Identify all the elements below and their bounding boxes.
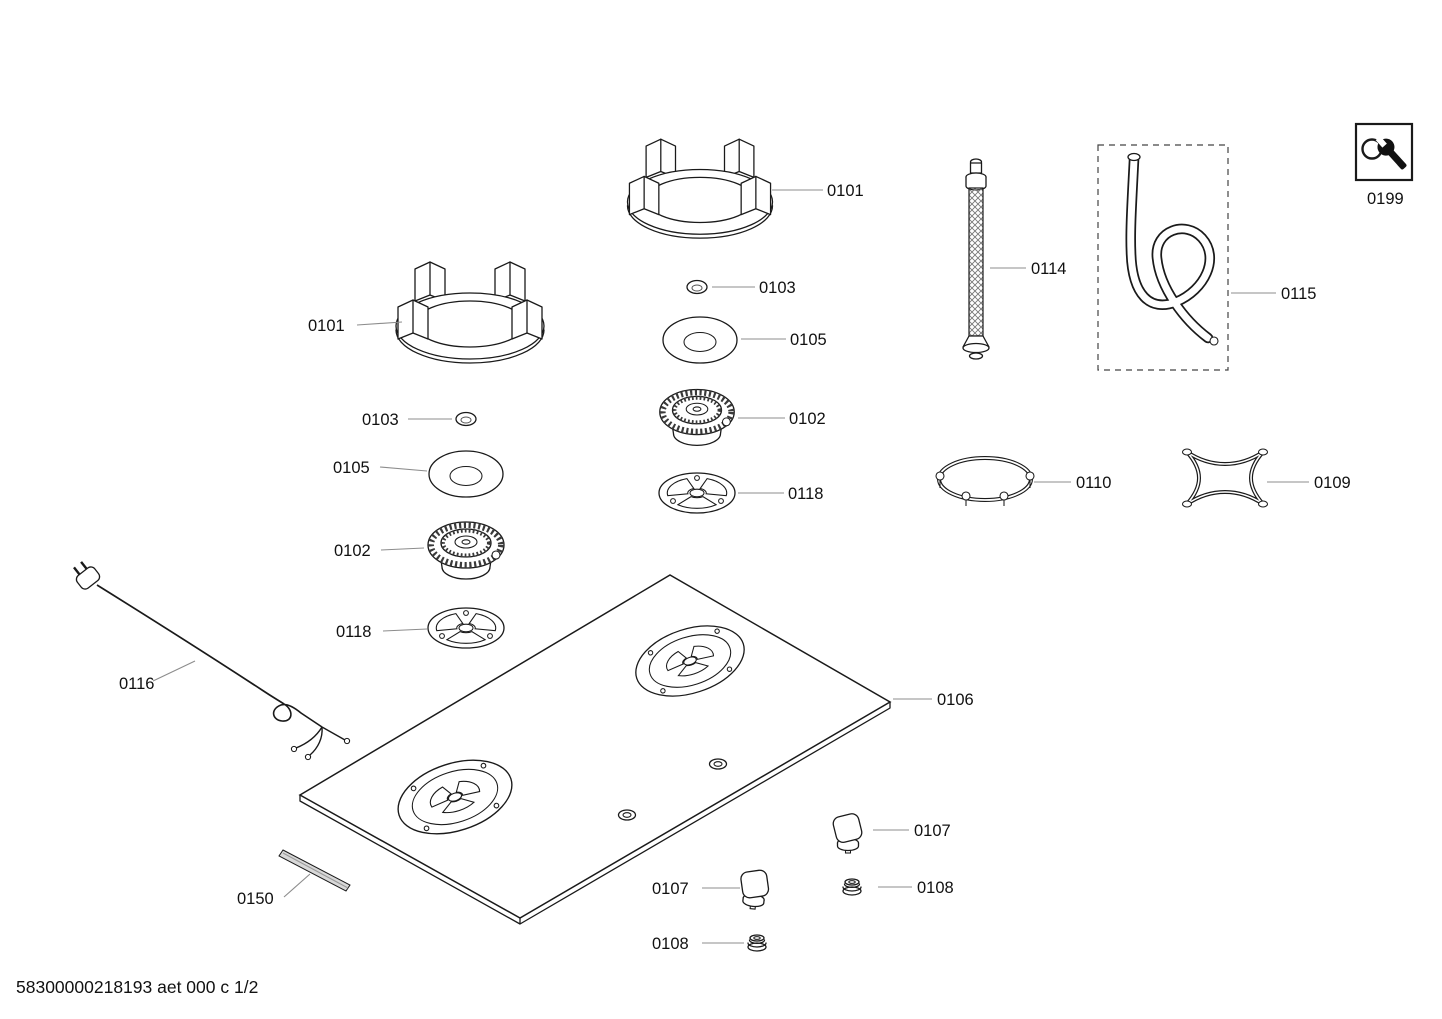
callout-pan-support-top: 0101	[827, 182, 864, 200]
callout-mounting-plate-left: 0118	[336, 623, 371, 641]
callout-control-knob-left: 0107	[652, 880, 689, 898]
part-burner-ring-top	[662, 316, 738, 364]
callout-seal-nut-left: 0108	[652, 935, 689, 953]
part-mounting-plate-left	[428, 608, 504, 648]
part-control-knob-left	[735, 866, 773, 912]
service-tool-icon	[1354, 122, 1414, 182]
part-ignition-cable	[73, 561, 351, 761]
callout-control-knob-right: 0107	[914, 822, 951, 840]
part-pan-support-left	[396, 262, 544, 363]
part-burner-body-top	[660, 390, 734, 446]
callout-pan-support-left: 0101	[308, 317, 345, 335]
callout-ignition-cable: 0116	[119, 675, 154, 693]
part-pan-support-top	[627, 139, 772, 238]
document-code: 58300000218193 aet 000 c 1/2	[16, 977, 258, 997]
part-control-knob-right	[831, 811, 864, 854]
callout-labels: 0101 0103 0105 0102 0118 0101 0103 0105 …	[119, 182, 1404, 953]
callout-burner-body-top: 0102	[789, 410, 826, 428]
callout-burner-body-left: 0102	[334, 542, 371, 560]
callout-burner-cap-top: 0103	[759, 279, 796, 297]
callout-gas-hose: 0114	[1031, 260, 1066, 278]
part-seal-strip	[278, 849, 351, 892]
leader-lines	[152, 189, 1309, 944]
callout-wok-cross-support: 0109	[1314, 474, 1351, 492]
callout-service-tool: 0199	[1367, 190, 1404, 208]
part-seal-nut-left	[747, 934, 767, 952]
part-burner-cap-top	[686, 279, 708, 295]
part-small-pan-support	[935, 456, 1035, 506]
part-glass-hob-panel	[298, 574, 892, 925]
part-burner-cap-left	[455, 411, 477, 427]
part-gas-hose	[962, 158, 990, 360]
glass-hole-grommet	[617, 758, 728, 821]
part-burner-body-left	[428, 522, 504, 579]
part-seal-nut-right	[842, 878, 862, 896]
callout-burner-cap-left: 0103	[362, 411, 399, 429]
part-mounting-plate-top	[659, 473, 735, 513]
callout-burner-ring-top: 0105	[790, 331, 827, 349]
callout-burner-ring-left: 0105	[333, 459, 370, 477]
callout-seal-nut-right: 0108	[917, 879, 954, 897]
part-wok-cross-support	[1181, 448, 1269, 508]
callout-mounting-plate-top: 0118	[788, 485, 823, 503]
callout-seal-strip: 0150	[237, 890, 274, 908]
callout-gas-pipe: 0115	[1281, 285, 1316, 303]
callout-small-pan-support: 0110	[1076, 474, 1111, 492]
part-burner-ring-left	[428, 450, 504, 498]
part-gas-pipe	[1097, 144, 1229, 371]
callout-glass-hob-panel: 0106	[937, 691, 974, 709]
